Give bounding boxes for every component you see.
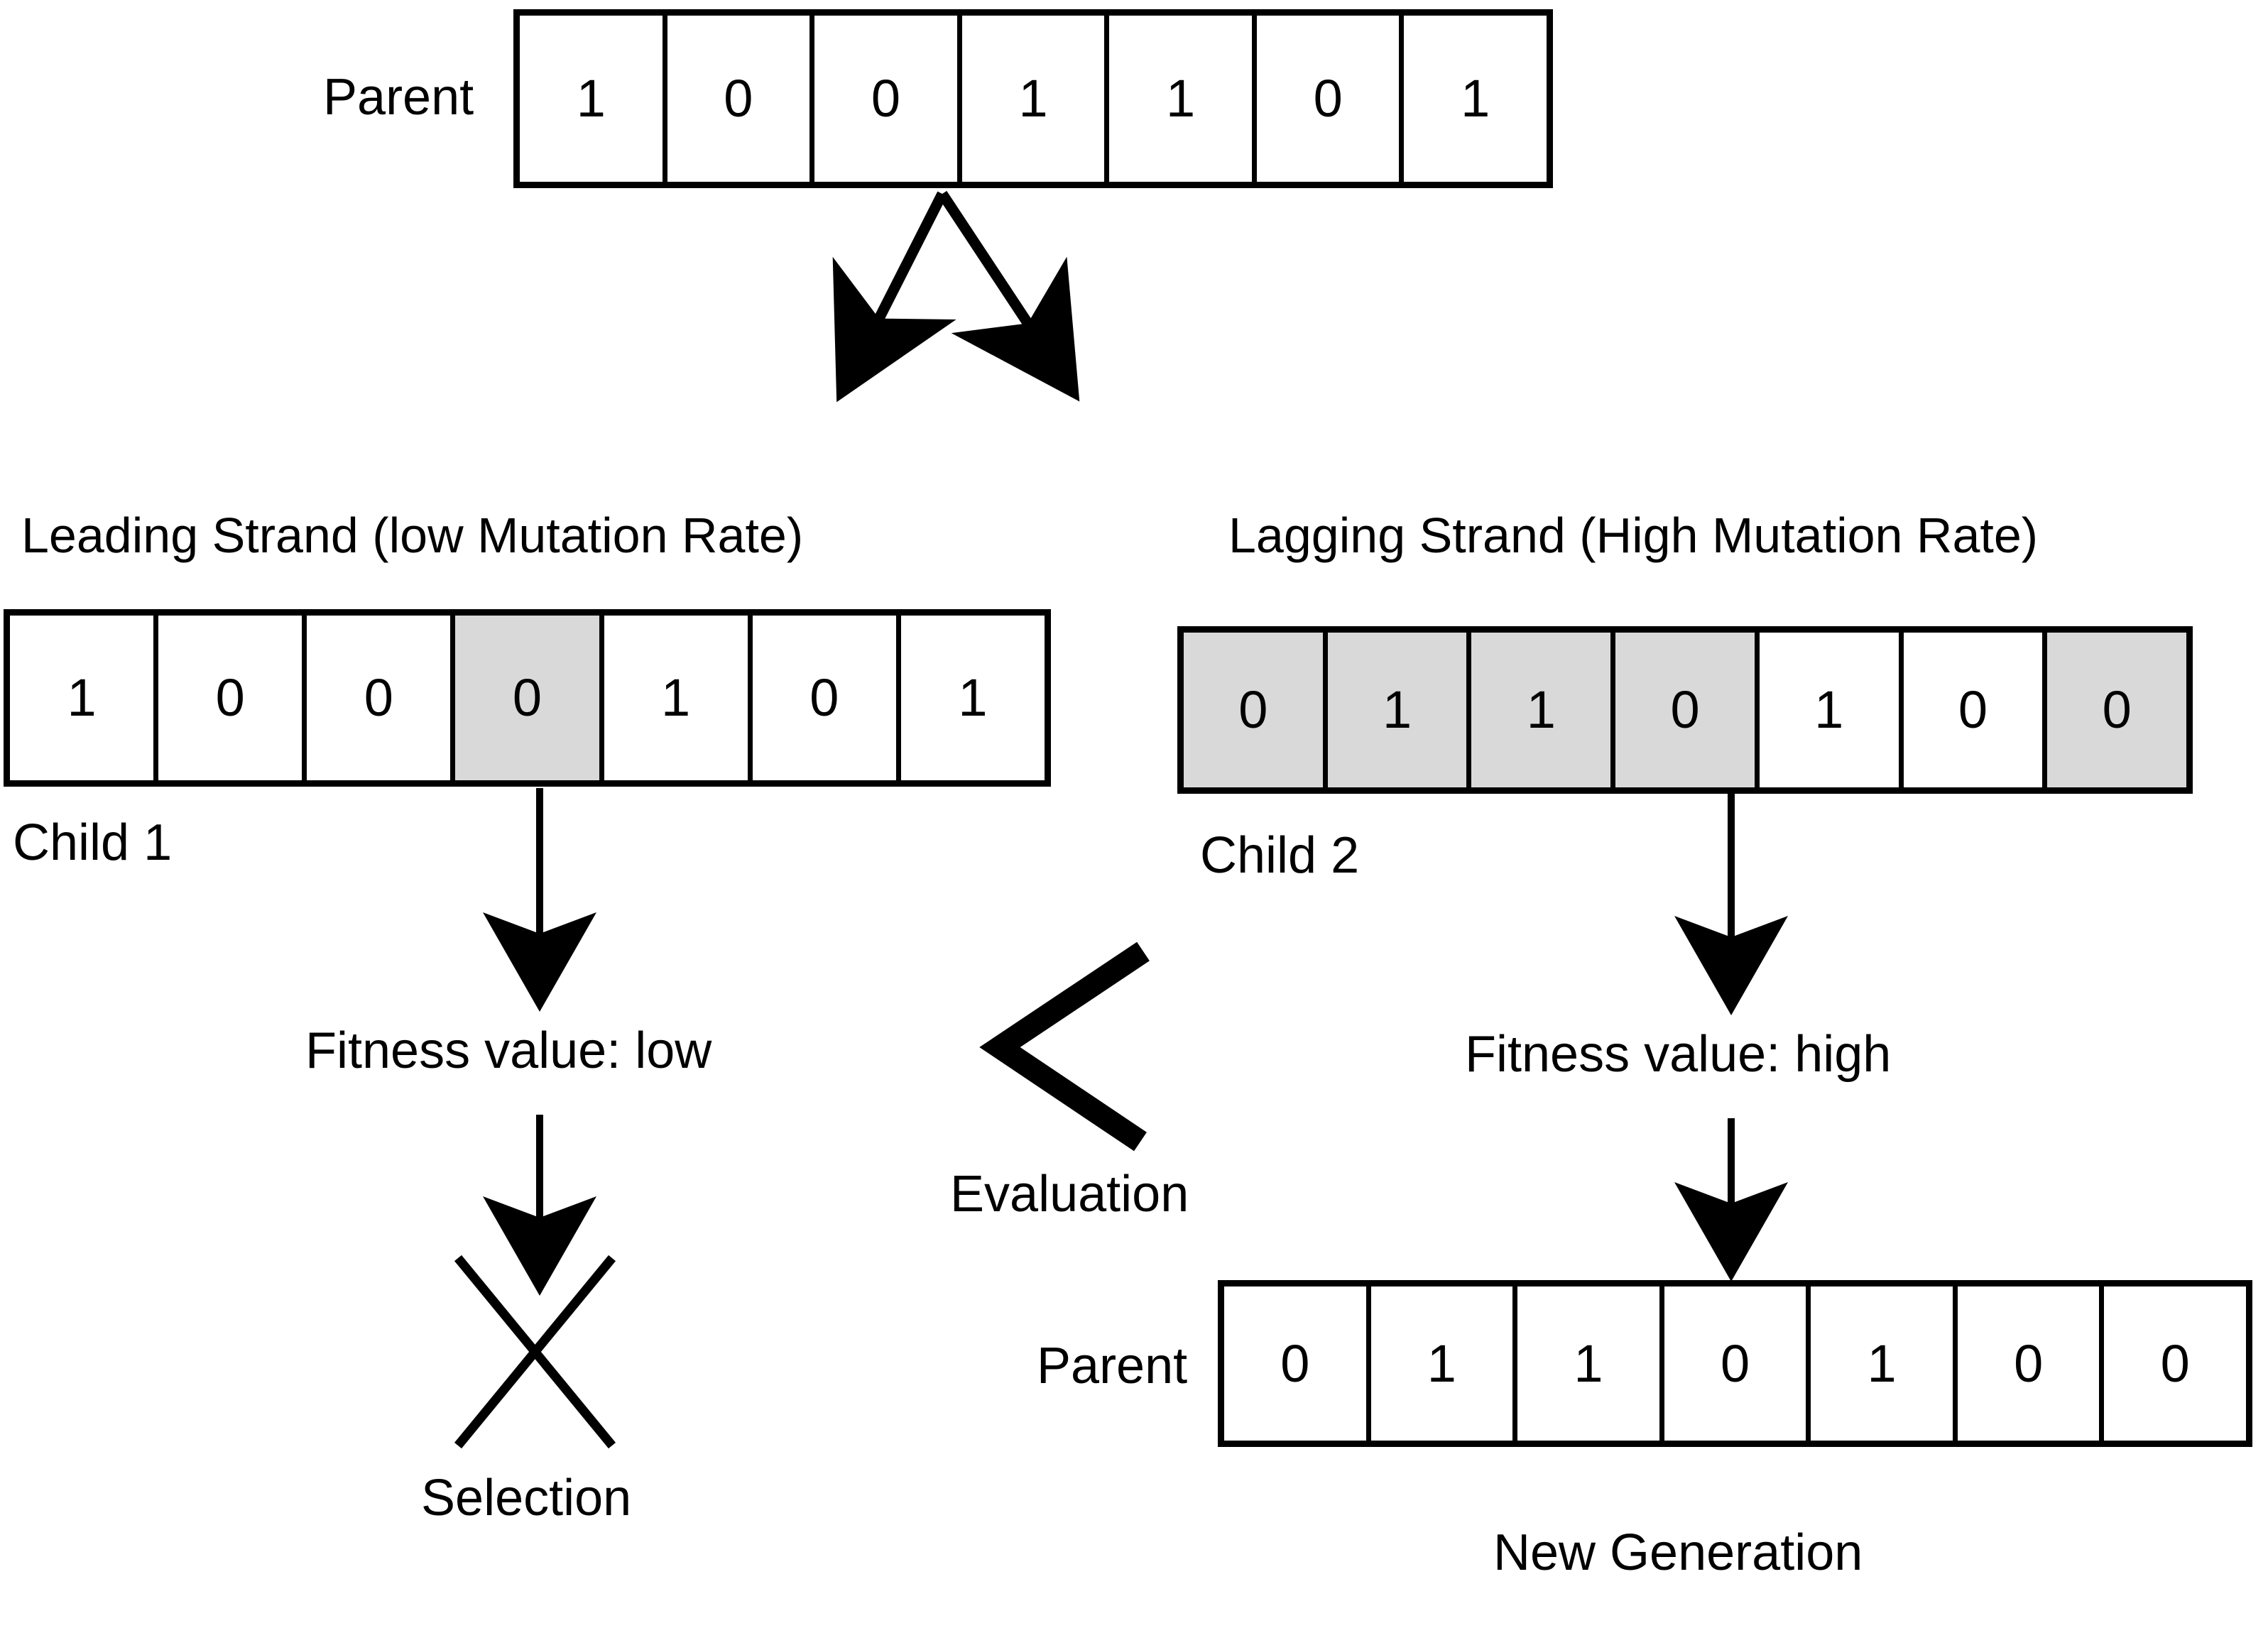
split-arrow-left [832, 191, 956, 403]
genome-cell: 1 [1109, 16, 1257, 182]
genome-cell: 0 [2104, 1286, 2247, 1441]
genome-cell: 1 [900, 616, 1045, 780]
genome-cell: 0 [307, 616, 456, 780]
genome-cell: 1 [520, 16, 667, 182]
genome-cell: 0 [667, 16, 815, 182]
genome-cell-mutated: 1 [1327, 633, 1472, 787]
genome-cell: 0 [1224, 1286, 1371, 1441]
genome-cell-mutated: 0 [1184, 633, 1328, 787]
genome-cell: 0 [1957, 1286, 2105, 1441]
genome-cell: 1 [604, 616, 753, 780]
x-cross-icon [454, 1255, 616, 1449]
genome-cell: 1 [1759, 633, 1904, 787]
fitness-low-label: Fitness value: low [305, 1022, 712, 1079]
genome-cell-mutated: 0 [455, 616, 604, 780]
evaluation-label: Evaluation [950, 1166, 1189, 1223]
genome-cell-mutated: 0 [2047, 633, 2187, 787]
genome-cell: 1 [1811, 1286, 1958, 1441]
new-generation-label: New Generation [1493, 1524, 1863, 1581]
genome-cell: 1 [1517, 1286, 1664, 1441]
genome-cell-mutated: 1 [1471, 633, 1616, 787]
less-than-chevron-icon [979, 941, 1150, 1152]
genome-cell: 0 [1903, 633, 2048, 787]
genome-cell: 0 [752, 616, 901, 780]
parent-label-top: Parent [323, 69, 474, 126]
genome-cell: 0 [1664, 1286, 1811, 1441]
genome-cell: 0 [814, 16, 962, 182]
genome-cell: 1 [10, 616, 159, 780]
genome-cell: 1 [1370, 1286, 1518, 1441]
child2-label: Child 2 [1200, 827, 1360, 884]
genome-cell: 1 [961, 16, 1110, 182]
child1-label: Child 1 [13, 814, 173, 871]
split-arrow-right [937, 190, 1080, 402]
fitness-high-label: Fitness value: high [1465, 1026, 1892, 1083]
genome-cell-mutated: 0 [1615, 633, 1760, 787]
lagging-strand-heading: Lagging Strand (High Mutation Rate) [1228, 508, 2039, 563]
selection-label: Selection [421, 1470, 632, 1526]
genome-cell: 0 [158, 616, 307, 780]
leading-strand-heading: Leading Strand (low Mutation Rate) [21, 508, 804, 563]
genome-cell: 0 [1256, 16, 1405, 182]
parent-label-bottom: Parent [1037, 1338, 1188, 1394]
genome-cell: 1 [1404, 16, 1547, 182]
